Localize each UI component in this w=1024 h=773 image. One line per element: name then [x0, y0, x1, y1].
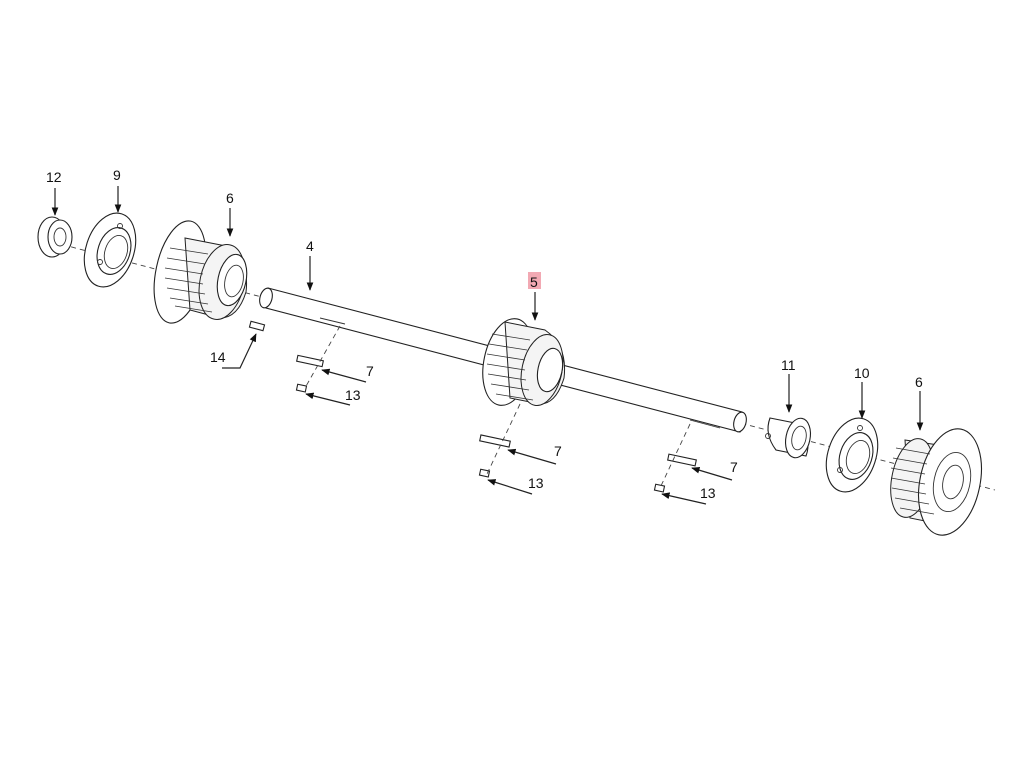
- pin-set-left: [295, 325, 341, 393]
- part-5-center-gear: [482, 318, 566, 406]
- left-pulley-teeth: [164, 247, 213, 313]
- callout-6-right: 6: [915, 374, 923, 390]
- callout-10: 10: [854, 365, 870, 381]
- right-pulley-teeth: [890, 447, 935, 515]
- callout-13-c: 13: [700, 485, 716, 501]
- callout-13-b: 13: [528, 475, 544, 491]
- callout-11: 11: [781, 357, 796, 373]
- part-14-key: [248, 320, 266, 332]
- callout-7-a: 7: [366, 363, 374, 379]
- callout-7-b: 7: [554, 443, 562, 459]
- part-6-right-pulley: [890, 428, 982, 536]
- part-12-bushing: [37, 216, 73, 258]
- callout-12: 12: [46, 169, 62, 185]
- highlight-box: [528, 272, 541, 289]
- callout-6-left: 6: [226, 190, 234, 206]
- part-11-bearing: [765, 417, 812, 459]
- callout-labels: 12 9 6 4 5 14 7 13 7 13 7 13 11 10 6: [46, 167, 923, 501]
- part-9-flange: [83, 212, 137, 288]
- callout-7-c: 7: [730, 459, 738, 475]
- part-6-left-pulley: [153, 220, 248, 324]
- leader-lines: [51, 186, 924, 505]
- callout-9: 9: [113, 167, 121, 183]
- pin-set-right: [653, 423, 697, 493]
- callout-14: 14: [210, 349, 226, 365]
- callout-4: 4: [306, 238, 314, 254]
- part-10-flange: [825, 417, 879, 493]
- center-gear-teeth: [486, 333, 534, 401]
- callout-13-a: 13: [345, 387, 361, 403]
- pin-set-center: [478, 403, 521, 478]
- callout-5: 5: [530, 274, 538, 290]
